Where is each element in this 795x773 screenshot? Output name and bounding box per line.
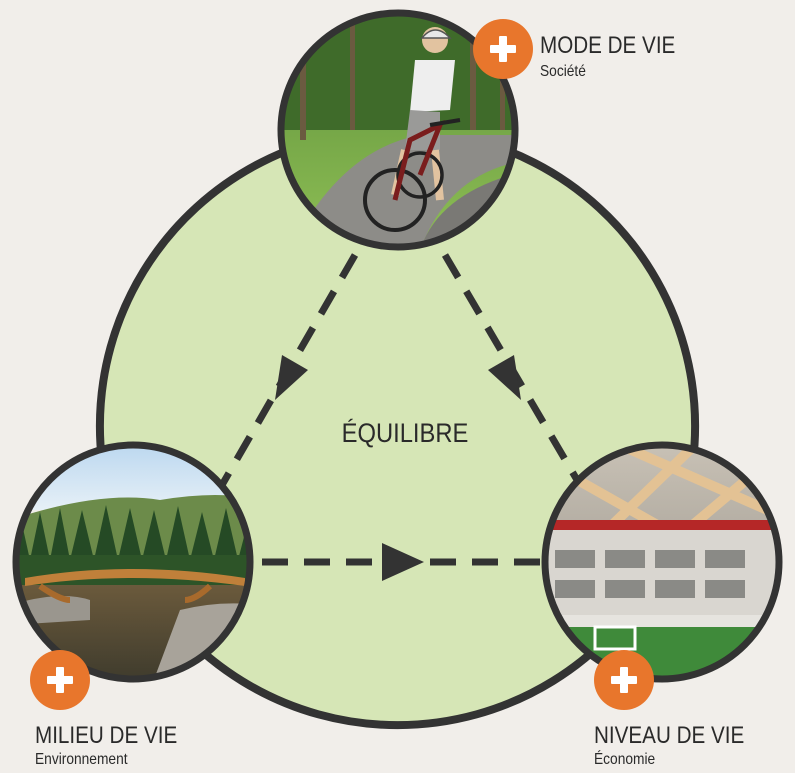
arrowhead-down-left	[275, 355, 308, 400]
node-title-mode[interactable]: MODE DE VIE	[540, 32, 676, 59]
cyclist-photo-frame	[277, 9, 519, 251]
node-title-niveau[interactable]: NIVEAU DE VIE	[594, 722, 745, 749]
plus-button-milieu[interactable]	[30, 650, 90, 710]
sports-complex-photo-frame	[541, 441, 783, 683]
wooden-bridge-photo-frame	[12, 441, 254, 683]
plus-button-niveau[interactable]	[594, 650, 654, 710]
arrowhead-right	[382, 543, 424, 581]
node-title-milieu[interactable]: MILIEU DE VIE	[35, 722, 178, 749]
node-subtitle-milieu: Environnement	[35, 751, 128, 768]
plus-button-mode[interactable]	[473, 19, 533, 79]
center-label: ÉQUILIBRE	[341, 418, 469, 448]
arrowhead-down-right	[488, 355, 521, 400]
node-subtitle-mode: Société	[540, 63, 586, 80]
node-subtitle-niveau: Économie	[594, 751, 656, 768]
